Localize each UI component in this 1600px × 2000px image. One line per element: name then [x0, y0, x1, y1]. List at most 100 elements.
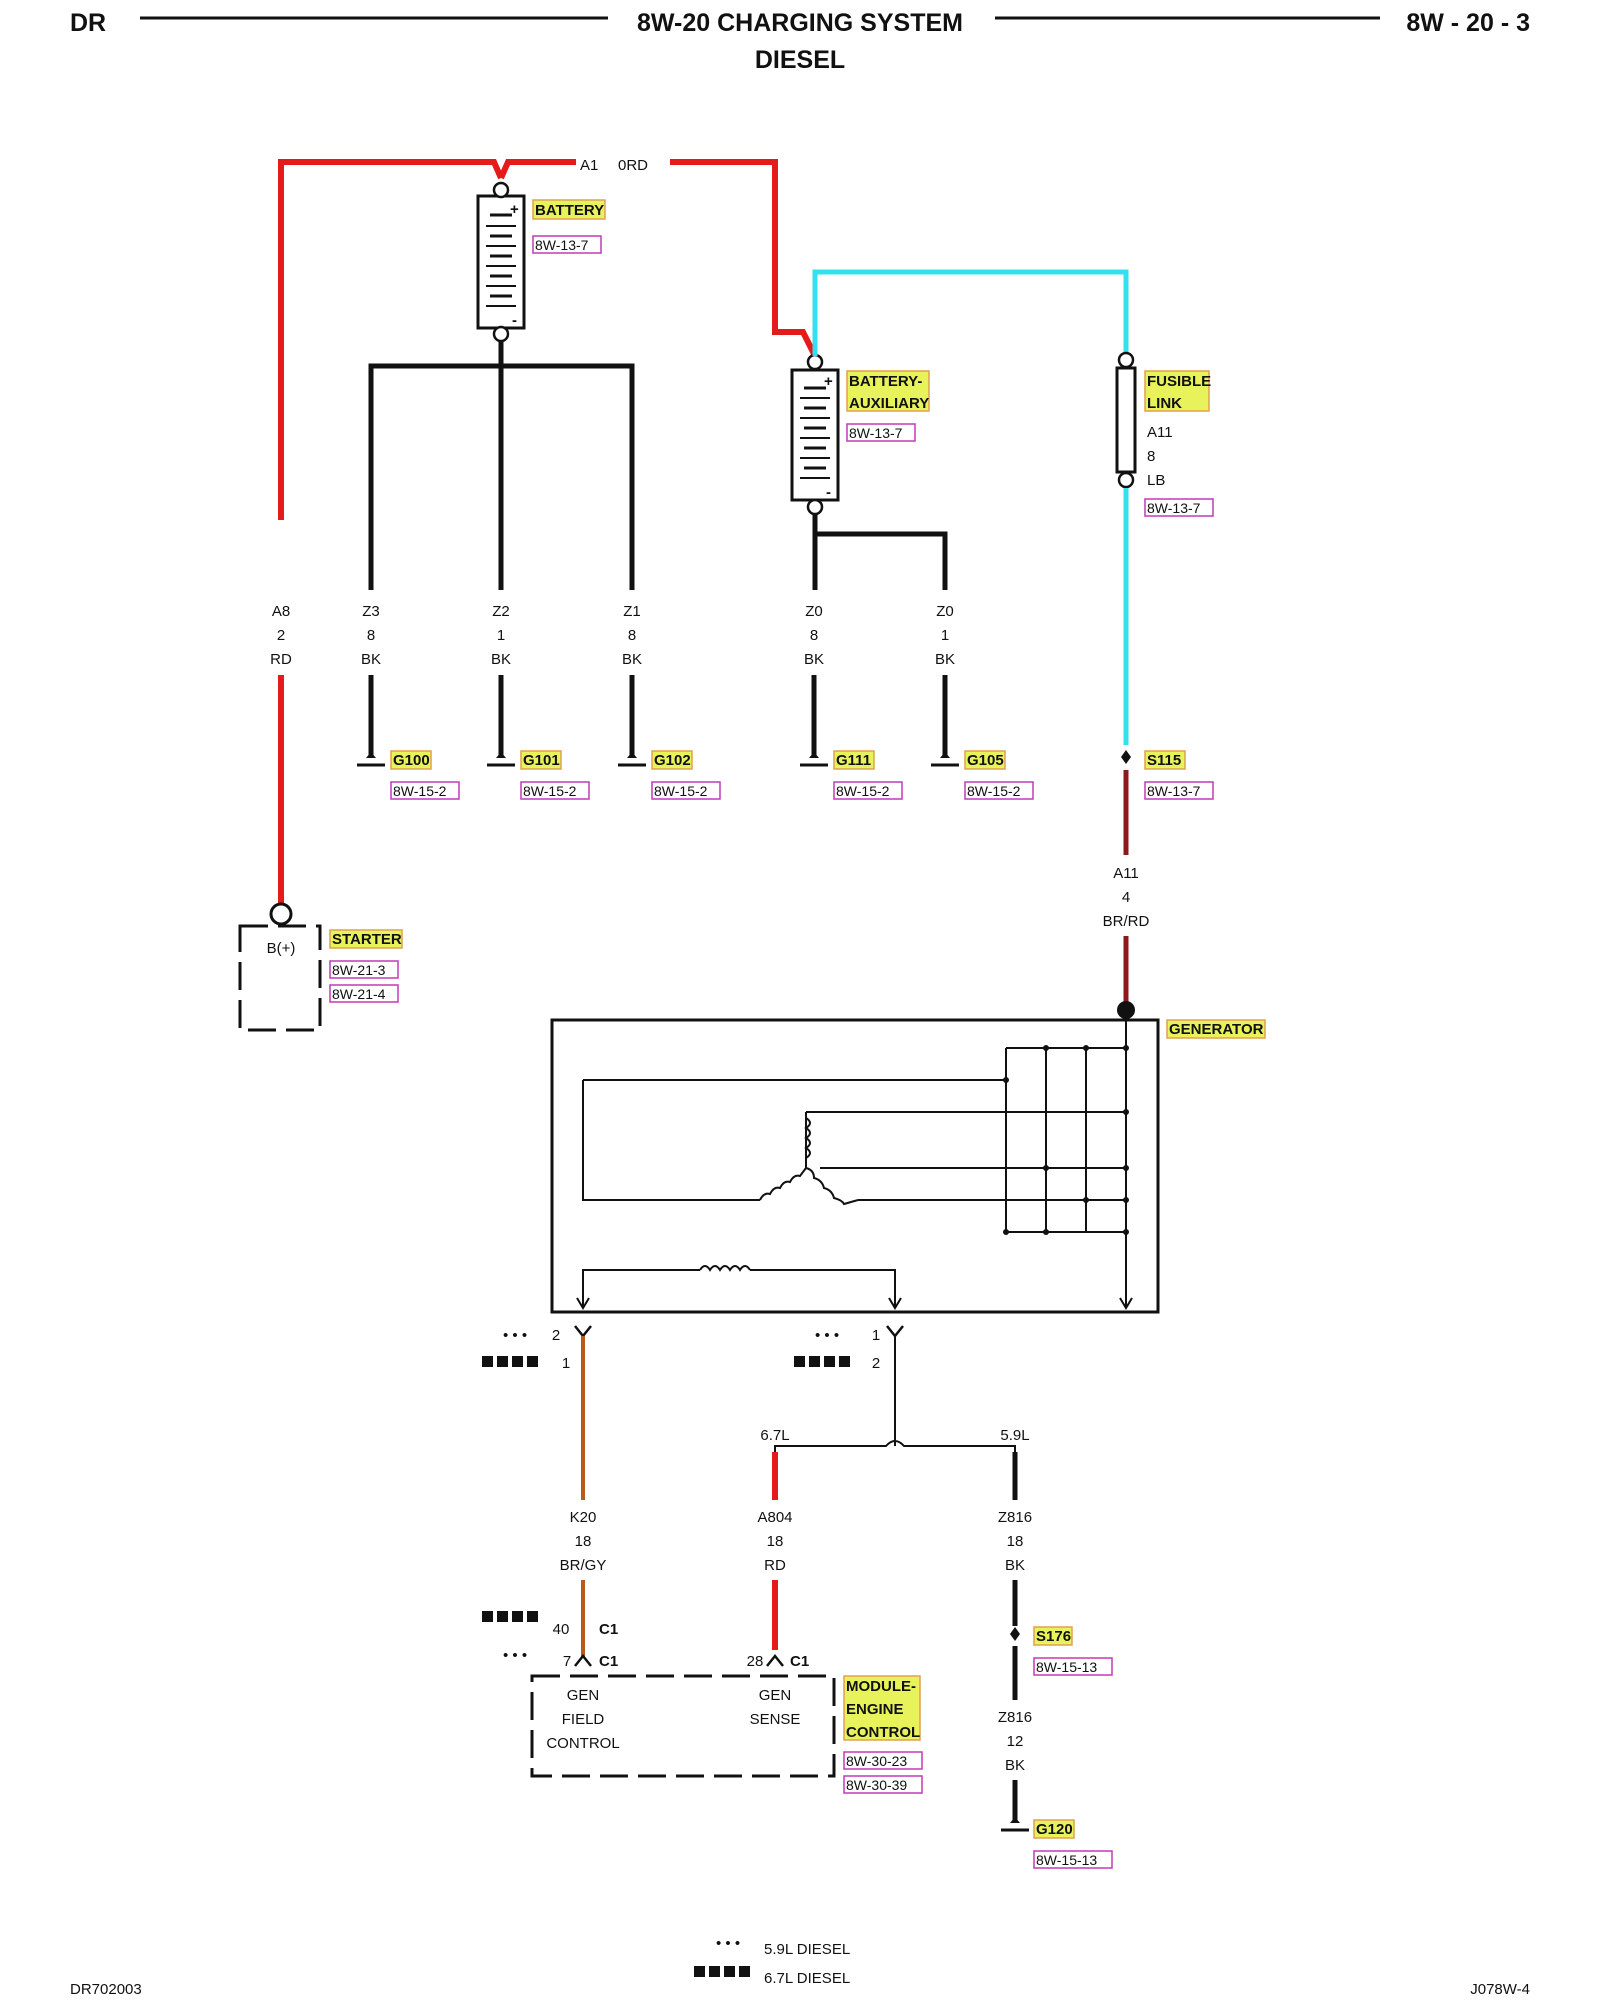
s115-ref[interactable]: 8W-13-7	[1147, 783, 1201, 799]
svg-text:• • •: • • •	[815, 1327, 839, 1344]
footer-left-code: DR702003	[70, 1981, 142, 1998]
ground-g101-icon	[487, 752, 515, 767]
svg-text:• • •: • • •	[503, 1327, 527, 1344]
aux-battery-label-bg	[846, 370, 930, 412]
svg-text:Z816: Z816	[998, 1709, 1032, 1726]
svg-text:BK: BK	[804, 651, 824, 668]
battery-label-bg	[532, 199, 606, 220]
aux-battery-minus-icon: -	[826, 484, 831, 501]
svg-text:BK: BK	[491, 651, 511, 668]
svg-text:BK: BK	[1005, 1557, 1025, 1574]
svg-text:BK: BK	[622, 651, 642, 668]
g120-label: G120	[1036, 1821, 1073, 1838]
g111-ref[interactable]: 8W-15-2	[836, 783, 890, 799]
svg-text:RD: RD	[764, 1557, 786, 1574]
wire-a804-labels: A804 18 RD	[757, 1509, 792, 1574]
starter-ref2-box	[329, 984, 399, 1003]
g101-label-bg	[520, 750, 562, 770]
footer-right-code: J078W-4	[1470, 1981, 1530, 1998]
pcm-connector-a804: 28 C1	[747, 1653, 810, 1670]
aux-battery-label-1: BATTERY-	[849, 373, 922, 390]
ground-g102-icon	[618, 752, 646, 767]
svg-text:BR/RD: BR/RD	[1103, 913, 1150, 930]
svg-text:CONTROL: CONTROL	[546, 1735, 619, 1752]
aux-battery-ref[interactable]: 8W-13-7	[849, 425, 903, 441]
pcm-ref2[interactable]: 8W-30-39	[846, 1777, 907, 1793]
legend-squares-icon	[694, 1966, 705, 1977]
pcm-connector-k20: 40 C1 • • • 7 C1	[482, 1611, 618, 1670]
pcm-field-control-labels: GEN FIELD CONTROL	[546, 1687, 619, 1752]
svg-text:GEN: GEN	[759, 1687, 792, 1704]
g100-ref-box	[390, 781, 460, 800]
splice-s176-icon	[1010, 1627, 1020, 1641]
g105-label-bg	[964, 750, 1006, 770]
svg-text:18: 18	[1007, 1533, 1024, 1550]
svg-text:Z0: Z0	[936, 603, 954, 620]
svg-text:Z1: Z1	[623, 603, 641, 620]
svg-text:2: 2	[277, 627, 285, 644]
pcm-ref1[interactable]: 8W-30-23	[846, 1753, 907, 1769]
svg-text:Z3: Z3	[362, 603, 380, 620]
svg-text:• • •: • • •	[503, 1647, 527, 1664]
battery-ref[interactable]: 8W-13-7	[535, 237, 589, 253]
starter-label: STARTER	[332, 931, 402, 948]
starter-ref1[interactable]: 8W-21-3	[332, 962, 386, 978]
fusible-link-ref[interactable]: 8W-13-7	[1147, 500, 1201, 516]
fusible-link-ref-box	[1144, 498, 1214, 517]
svg-text:A804: A804	[757, 1509, 792, 1526]
svg-text:8: 8	[628, 627, 636, 644]
svg-text:1: 1	[941, 627, 949, 644]
g102-ref[interactable]: 8W-15-2	[654, 783, 708, 799]
g101-label: G101	[523, 752, 560, 769]
wire-a1-left-red	[498, 159, 576, 180]
g105-ref[interactable]: 8W-15-2	[967, 783, 1021, 799]
splice-s115-icon	[1121, 750, 1131, 764]
wire-z816b-labels: Z816 12 BK	[998, 1709, 1032, 1774]
wire-z816a-labels: Z816 18 BK	[998, 1509, 1032, 1574]
wire-a8-labels: A8 2 RD	[270, 603, 292, 668]
wire-z1-black	[501, 363, 635, 590]
fusible-link-label-bg	[1144, 370, 1210, 412]
pcm-ref2-box	[843, 1775, 923, 1794]
battery-label: BATTERY	[535, 202, 604, 219]
svg-text:A8: A8	[272, 603, 290, 620]
fusible-link	[1115, 351, 1137, 489]
svg-text:8: 8	[367, 627, 375, 644]
wire-z2-labels: Z2 1 BK	[491, 603, 511, 668]
g100-ref[interactable]: 8W-15-2	[393, 783, 447, 799]
s176-ref[interactable]: 8W-15-13	[1036, 1659, 1097, 1675]
starter-box	[238, 924, 322, 1032]
generator-connector-left: • • • 2 1	[482, 1325, 592, 1372]
aux-battery-ref-box	[846, 423, 916, 442]
s115-label-bg	[1144, 750, 1186, 770]
header-model-code: DR	[70, 9, 106, 37]
g120-ref-box	[1033, 1850, 1113, 1869]
wire-z0a-labels: Z0 8 BK	[804, 603, 824, 668]
svg-text:4: 4	[1122, 889, 1130, 906]
g100-label: G100	[393, 752, 430, 769]
svg-text:Z0: Z0	[805, 603, 823, 620]
svg-text:C1: C1	[599, 1621, 618, 1638]
page-number: 8W - 20 - 3	[1406, 9, 1530, 37]
starter-ref2[interactable]: 8W-21-4	[332, 986, 386, 1002]
g101-ref-box	[520, 781, 590, 800]
svg-text:FIELD: FIELD	[562, 1711, 605, 1728]
g101-ref[interactable]: 8W-15-2	[523, 783, 577, 799]
svg-text:Z816: Z816	[998, 1509, 1032, 1526]
fusible-link-label-1: FUSIBLE	[1147, 373, 1211, 390]
svg-text:BK: BK	[361, 651, 381, 668]
g111-label: G111	[836, 752, 871, 769]
fusible-link-label-2: LINK	[1147, 395, 1182, 412]
svg-text:1: 1	[562, 1355, 570, 1372]
svg-text:18: 18	[767, 1533, 784, 1550]
g120-ref[interactable]: 8W-15-13	[1036, 1852, 1097, 1868]
legend-squares-label: 6.7L DIESEL	[764, 1970, 850, 1987]
wire-cyan-top	[812, 269, 1129, 356]
battery: + -	[476, 181, 526, 343]
starter-ref1-box	[329, 960, 399, 979]
battery-auxiliary: + -	[790, 353, 840, 516]
battery-plus-icon: +	[510, 201, 519, 218]
generator-label-bg	[1166, 1019, 1266, 1039]
pcm-box	[530, 1674, 836, 1778]
